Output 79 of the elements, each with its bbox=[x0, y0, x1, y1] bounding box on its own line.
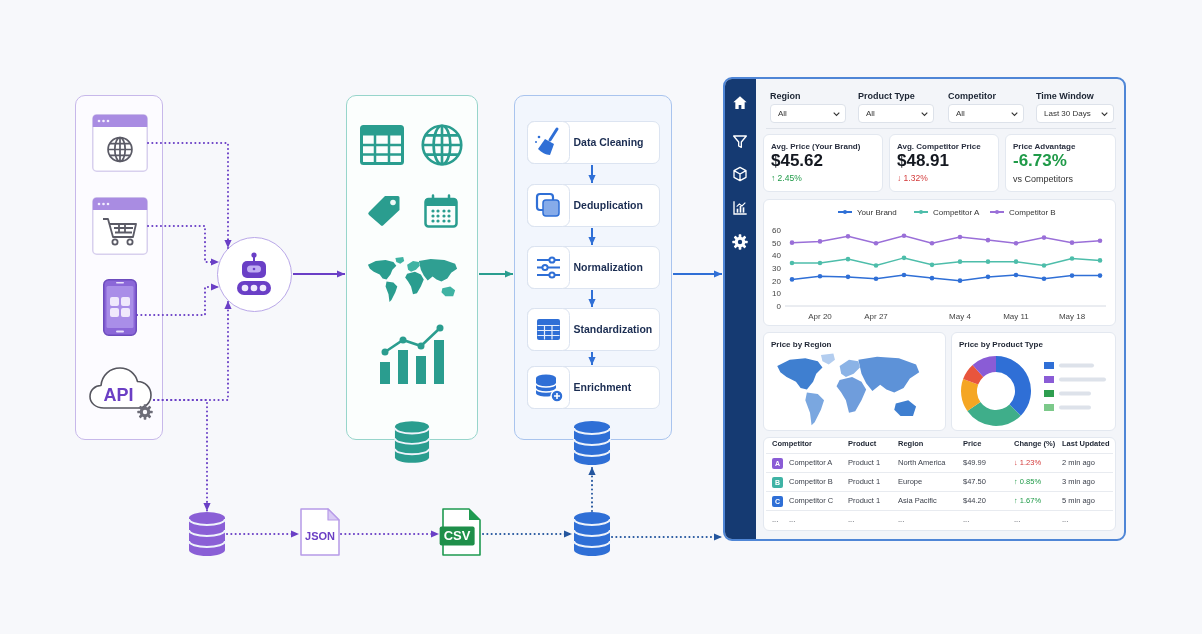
smartphone-icon bbox=[102, 278, 137, 336]
card-title: Price by Region bbox=[771, 340, 832, 350]
axis-tick-label: 20 bbox=[772, 276, 781, 286]
dotted-arrow bbox=[147, 142, 232, 249]
dotted-arrow bbox=[611, 533, 723, 541]
arrow bbox=[292, 270, 346, 278]
process-step-card bbox=[526, 120, 660, 164]
database-icon bbox=[188, 511, 226, 557]
kpi-change: ↓ 1.32% bbox=[897, 174, 928, 184]
api-label: API bbox=[103, 385, 134, 404]
kpi-change: ↑ 2.45% bbox=[771, 174, 802, 184]
axis-tick-label: 10 bbox=[772, 289, 781, 299]
arrow bbox=[588, 351, 596, 366]
dotted-arrow bbox=[147, 225, 220, 266]
file-type-tag: CSV bbox=[439, 526, 475, 546]
dotted-arrow bbox=[136, 283, 220, 316]
process-step-card bbox=[526, 183, 660, 227]
step-label: Data Cleaning bbox=[573, 135, 644, 149]
kpi-card bbox=[763, 134, 883, 192]
dropdown-select: All bbox=[948, 104, 1024, 123]
chart-card bbox=[951, 332, 1116, 431]
dropdown-select: All bbox=[858, 104, 934, 123]
card-title: Price by Product Type bbox=[959, 340, 1043, 350]
axis-tick-label: 60 bbox=[772, 226, 781, 235]
filter-label: Competitor bbox=[948, 91, 996, 102]
step-label: Standardization bbox=[573, 322, 653, 336]
axis-tick-label: 50 bbox=[772, 238, 781, 248]
kpi-caption: vs Competitors bbox=[1013, 174, 1074, 185]
data-panel bbox=[346, 95, 478, 440]
axis-tick-label: Apr 27 bbox=[864, 312, 888, 321]
kpi-card bbox=[889, 134, 999, 192]
dashboard-frame bbox=[723, 77, 1126, 541]
axis-tick-label: May 18 bbox=[1058, 312, 1086, 321]
kpi-card bbox=[1005, 134, 1116, 192]
axis-tick-label: May 4 bbox=[949, 312, 971, 321]
step-label: Deduplication bbox=[573, 198, 643, 212]
processing-panel bbox=[514, 95, 672, 440]
dotted-arrow bbox=[226, 530, 300, 538]
filter-label: Product Type bbox=[858, 91, 915, 102]
legend-label: Competitor A bbox=[933, 208, 980, 217]
step-label: Enrichment bbox=[573, 380, 632, 394]
axis-tick-label: 30 bbox=[772, 264, 781, 273]
dotted-arrow bbox=[482, 530, 573, 538]
arrow bbox=[588, 227, 596, 246]
kpi-title: Avg. Price (Your Brand) bbox=[771, 142, 861, 152]
axis-tick-label: 40 bbox=[772, 251, 781, 261]
arrow bbox=[672, 270, 723, 278]
axis-tick-label: 0 bbox=[776, 302, 781, 311]
dropdown-select: Last 30 Days bbox=[1036, 104, 1114, 123]
dotted-arrow bbox=[588, 466, 596, 512]
sources-panel bbox=[75, 95, 163, 440]
axis-tick-label: May 11 bbox=[1003, 312, 1029, 321]
axis-tick-label: Apr 20 bbox=[808, 312, 832, 321]
kpi-value: $48.91 bbox=[897, 151, 949, 171]
process-step-card bbox=[526, 245, 660, 289]
legend-label: Your Brand bbox=[857, 208, 897, 217]
dotted-arrow bbox=[340, 530, 440, 538]
arrow bbox=[588, 289, 596, 308]
kpi-title: Price Advantage bbox=[1013, 142, 1076, 152]
dotted-arrow bbox=[153, 399, 211, 512]
process-step-card bbox=[526, 307, 660, 351]
kpi-value: $45.62 bbox=[771, 151, 823, 171]
arrow bbox=[478, 270, 514, 278]
kpi-value: -6.73% bbox=[1013, 151, 1067, 171]
browser-globe-icon bbox=[91, 113, 148, 172]
dropdown-select: All bbox=[770, 104, 846, 123]
kpi-title: Avg. Competitor Price bbox=[897, 142, 981, 152]
browser-cart-icon bbox=[91, 196, 148, 255]
database-icon bbox=[394, 420, 430, 464]
database-icon bbox=[573, 420, 611, 466]
process-step-card bbox=[526, 365, 660, 409]
filter-label: Time Window bbox=[1036, 91, 1094, 102]
database-icon bbox=[573, 511, 611, 557]
filter-label: Region bbox=[770, 91, 801, 102]
file-type-label: JSON bbox=[305, 529, 335, 543]
legend-label: Competitor B bbox=[1009, 208, 1056, 217]
arrow bbox=[588, 164, 596, 184]
chart-card bbox=[763, 332, 946, 431]
step-label: Normalization bbox=[573, 260, 643, 274]
